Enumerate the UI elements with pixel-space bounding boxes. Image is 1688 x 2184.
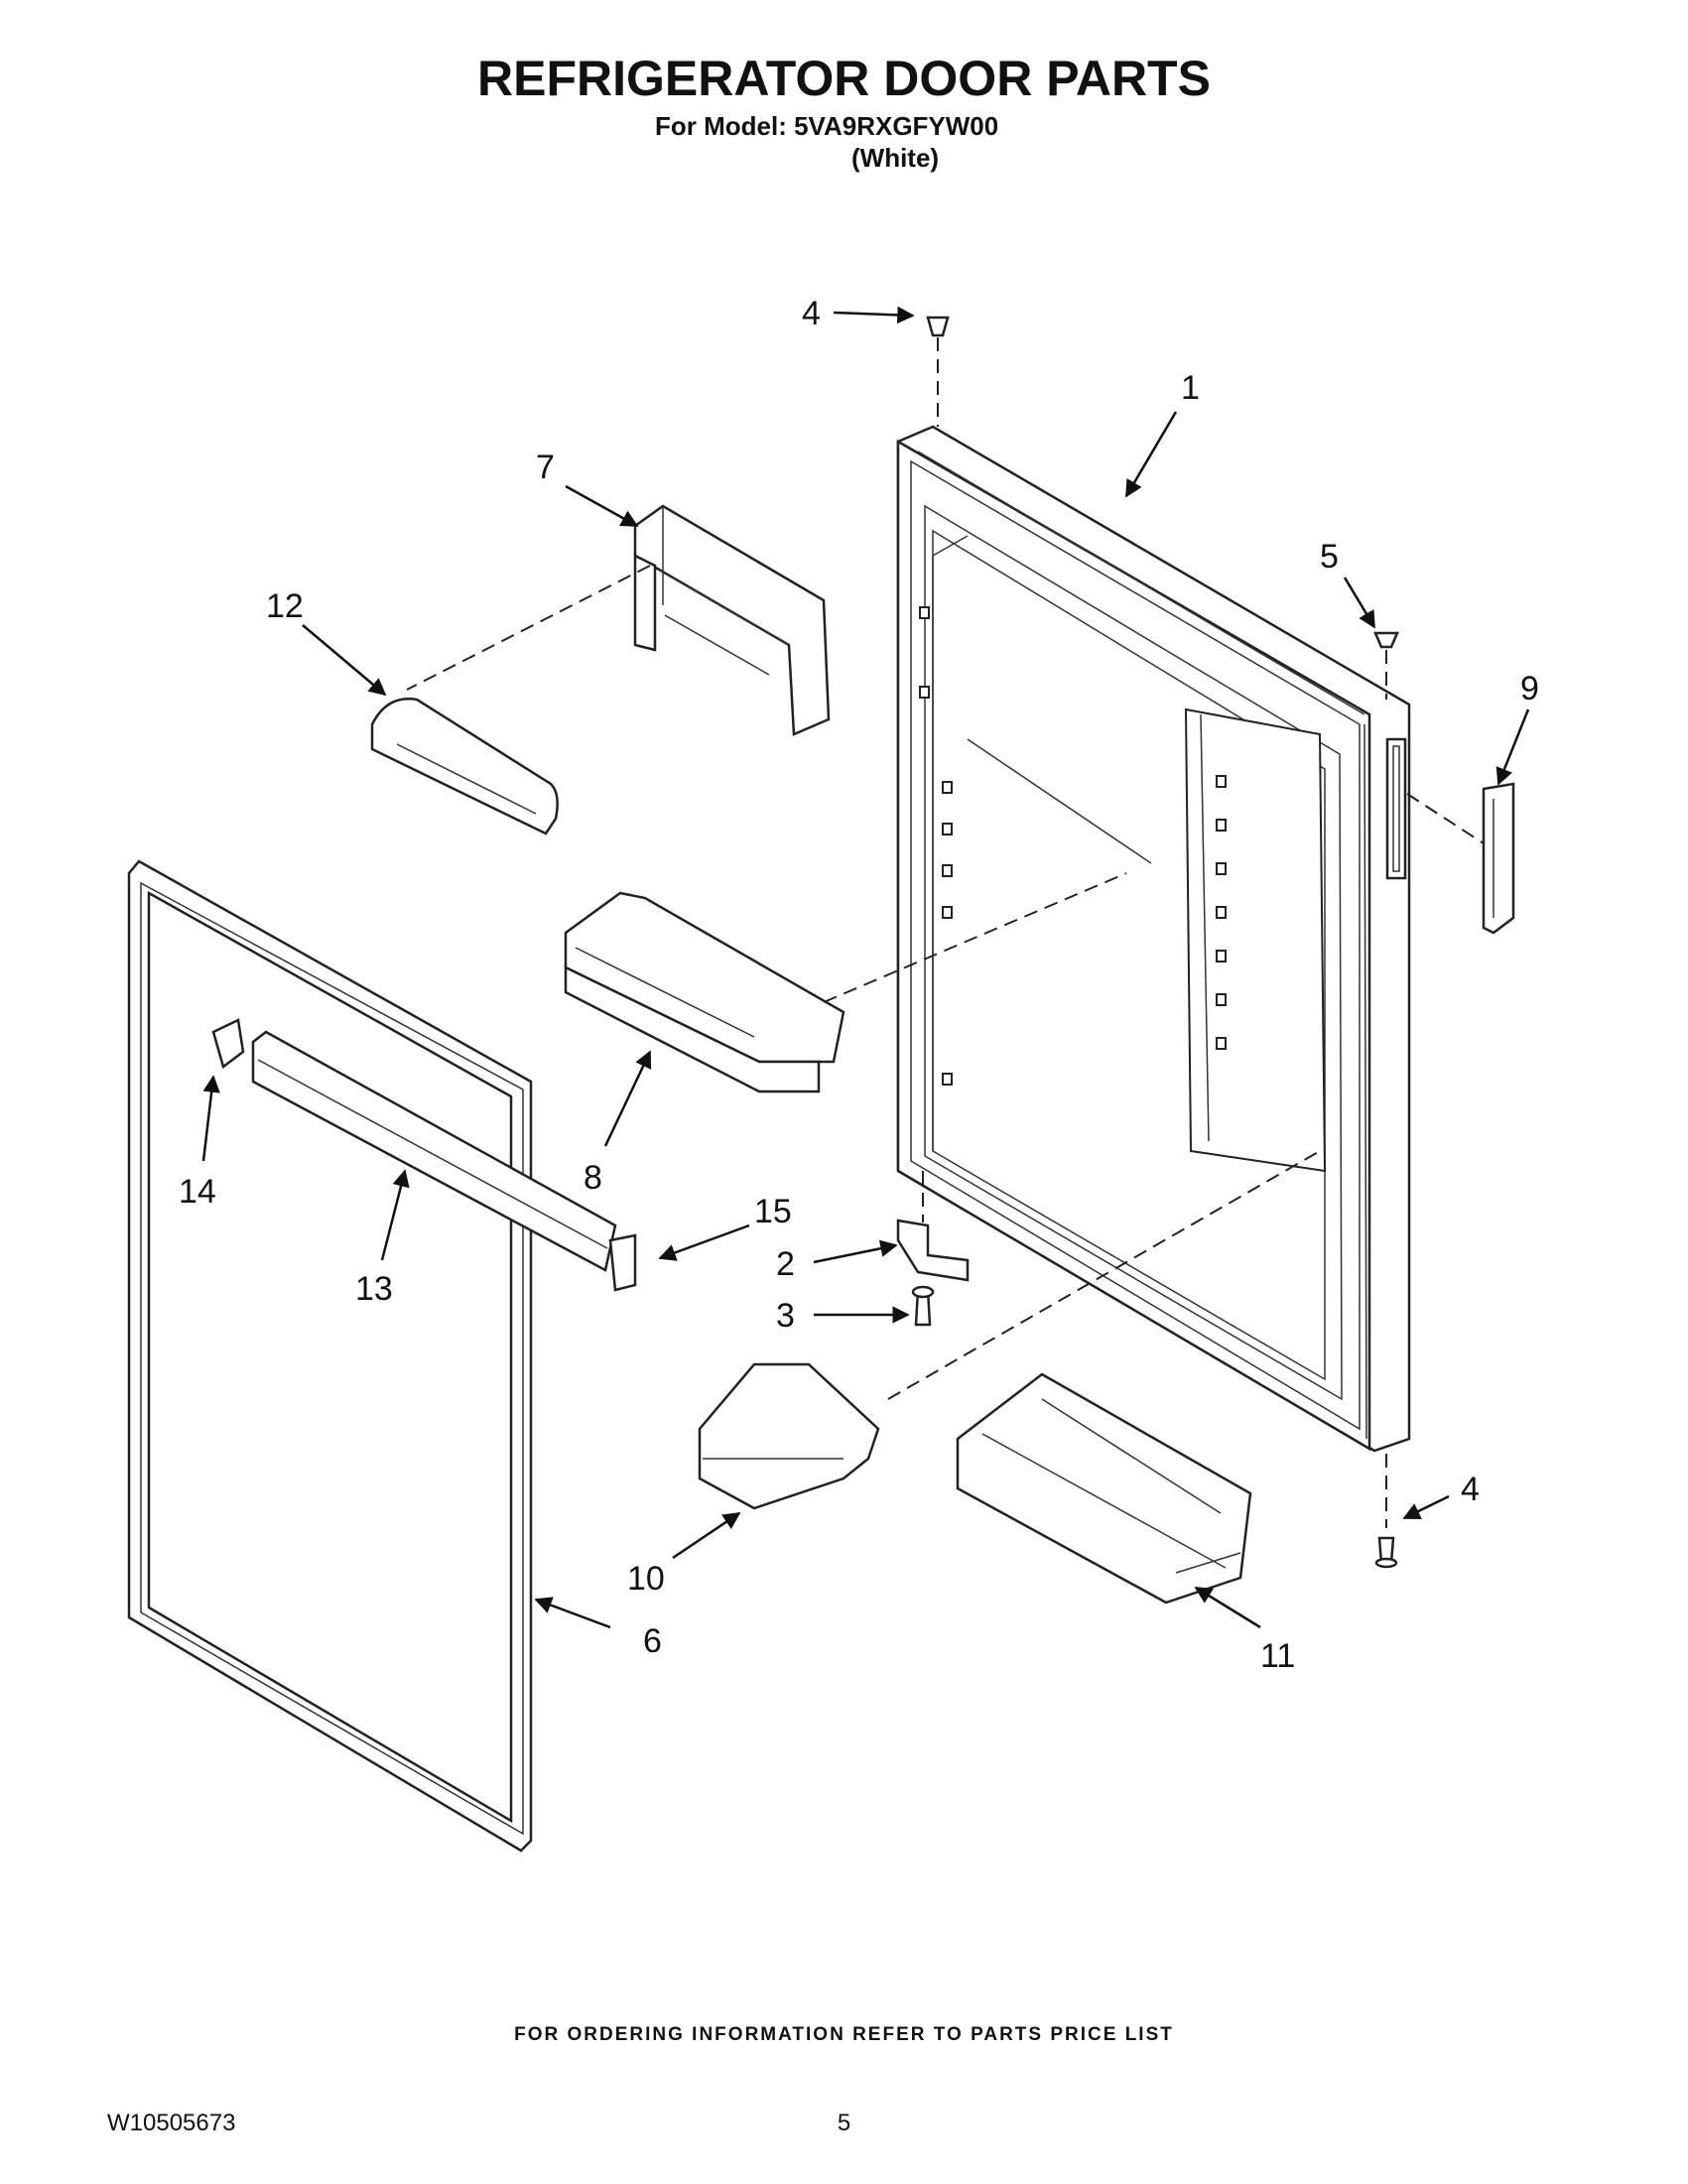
page-number: 5 — [837, 2110, 851, 2136]
door-gasket-part-6 — [127, 859, 533, 1853]
door-bin-part-10 — [698, 1150, 1321, 1510]
callout-8: 8 — [584, 1159, 602, 1197]
ice-bin-part-11 — [956, 1372, 1252, 1605]
callout-12: 12 — [266, 587, 304, 625]
ordering-note: FOR ORDERING INFORMATION REFER TO PARTS … — [514, 2024, 1174, 2045]
door-shelf-part-7 — [406, 504, 831, 736]
hinge-pin-top-part-4 — [926, 316, 950, 427]
end-cap-part-15 — [608, 1233, 637, 1292]
screw-part-3 — [911, 1285, 935, 1327]
callout-1: 1 — [1181, 369, 1200, 407]
hinge-pin-bottom-part-4 — [1374, 1454, 1398, 1569]
model-line: For Model: 5VA9RXGFYW00 — [655, 111, 999, 141]
callout-11: 11 — [1260, 1637, 1295, 1675]
callout-3: 3 — [776, 1297, 795, 1335]
lower-hinge-part-2 — [896, 1171, 970, 1282]
page-title: REFRIGERATOR DOOR PARTS — [477, 51, 1211, 106]
callout-4-top: 4 — [802, 295, 821, 332]
callout-2: 2 — [776, 1245, 795, 1283]
door-assembly-part-1 — [896, 316, 1411, 1453]
callout-7: 7 — [536, 449, 555, 486]
door-handle-part-9 — [1406, 782, 1515, 935]
shelf-cover-part-12 — [370, 698, 559, 835]
callout-6: 6 — [643, 1622, 662, 1660]
callout-14: 14 — [179, 1173, 216, 1211]
callout-5: 5 — [1320, 538, 1339, 576]
door-stop-part-5 — [1373, 631, 1399, 700]
callout-15: 15 — [754, 1193, 792, 1230]
color-line: (White) — [851, 143, 940, 173]
callout-4-bottom: 4 — [1461, 1471, 1480, 1508]
callout-13: 13 — [355, 1270, 393, 1308]
callout-9: 9 — [1520, 670, 1539, 707]
callout-leaders — [201, 306, 1530, 1629]
end-cap-part-14 — [211, 1018, 245, 1070]
callout-numbers: 4 1 5 7 12 9 8 14 13 15 2 3 10 6 11 4 — [179, 295, 1539, 1675]
document-number: W10505673 — [107, 2110, 236, 2136]
door-bin-part-8 — [564, 872, 1127, 1093]
callout-10: 10 — [627, 1560, 665, 1598]
